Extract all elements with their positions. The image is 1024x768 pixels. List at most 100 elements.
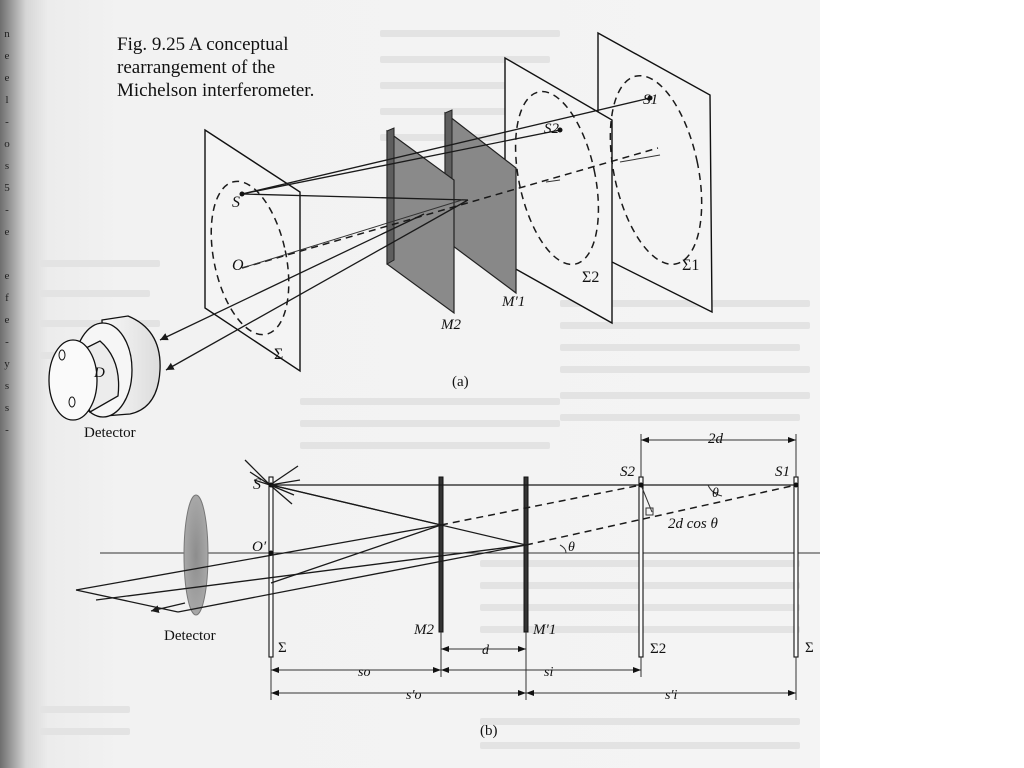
label-b-op: O′: [252, 539, 267, 555]
label-a-sigma: Σ: [274, 346, 283, 363]
source-fan: [244, 459, 301, 505]
panel-a: D S O S1 S2 M2 M′1 Σ Σ2 Σ1 Detector (a): [48, 31, 713, 441]
ray-o-axis: [241, 199, 463, 269]
panel-b: S O′ S2 S1 2d θ 2d cos θ θ M2 M′1 Σ Σ2 Σ…: [75, 431, 820, 739]
label-b-pathdiff: 2d cos θ: [668, 516, 718, 532]
detector-a: D: [48, 315, 161, 421]
dim-sip-arrow-right: [788, 690, 796, 696]
dim-sip-arrow-left: [526, 690, 534, 696]
dim-si-arrow-right: [633, 667, 641, 673]
margin-letter: y: [4, 358, 10, 370]
dim-2d-arrow-left: [641, 437, 649, 443]
image-point-s1: [647, 95, 653, 101]
ray-s-s1: [241, 97, 651, 195]
margin-letter: -: [5, 204, 9, 216]
ray-b-to-m1: [270, 484, 527, 546]
label-a-s: S: [232, 194, 240, 211]
label-b-sip: s′i: [665, 688, 678, 703]
label-a-m2: M2: [440, 317, 461, 333]
source-point-s: [239, 191, 245, 197]
label-b-sigma2: Σ2: [650, 641, 666, 657]
point-b-op: [268, 550, 274, 556]
label-a-s1: S1: [643, 92, 658, 108]
label-a-detector: Detector: [84, 425, 136, 441]
dim-so-arrow-left: [271, 667, 279, 673]
label-b-so: so: [358, 665, 370, 680]
margin-letter: e: [4, 72, 10, 84]
margin-letter: s: [4, 380, 10, 392]
label-b-sigma-right: Σ: [805, 640, 814, 656]
ray-s-s2: [241, 129, 561, 195]
plane-b-sigma-right: [793, 476, 799, 658]
label-b-sop: s′o: [406, 688, 422, 703]
margin-letter: e: [4, 50, 10, 62]
fringe-circle-sigma1: [609, 74, 703, 266]
angle-arc-axis: [559, 544, 567, 554]
ray-b-return-2: [95, 544, 527, 601]
angle-arc-top: [707, 484, 723, 497]
margin-letter: 5: [4, 182, 10, 194]
label-b-theta-axis: θ: [568, 540, 575, 555]
panel-a-label: (a): [452, 374, 469, 390]
label-a-s2: S2: [544, 121, 560, 137]
plane-sigma: [204, 128, 301, 373]
dim-d-arrow-left: [441, 646, 449, 652]
dim-sop-arrow-left: [271, 690, 279, 696]
margin-letter: -: [5, 116, 9, 128]
lens: [183, 494, 209, 616]
figure-caption: Fig. 9.25 A conceptual rearrangement of …: [117, 33, 377, 102]
caption-line-2: rearrangement of the: [117, 57, 276, 78]
ray-return-1: [165, 199, 469, 371]
margin-letter: n: [4, 28, 10, 40]
label-b-m2: M2: [413, 622, 434, 638]
margin-letter: l: [5, 94, 9, 106]
margin-letter: e: [4, 226, 10, 238]
label-b-s2: S2: [620, 464, 636, 480]
mirror-m2-edge: [386, 127, 395, 265]
mirror-b-m2: [438, 476, 444, 633]
margin-letter: -: [5, 336, 9, 348]
margin-letter: s: [4, 160, 10, 172]
dim-sop-arrow-right: [518, 690, 526, 696]
label-b-sigma: Σ: [278, 640, 287, 656]
tick-s1-center: [619, 154, 661, 163]
panel-b-label: (b): [480, 723, 498, 739]
mirror-b-m1p: [523, 476, 529, 633]
label-a-sigma2: Σ2: [582, 269, 599, 286]
arrow-b-detector: [150, 602, 186, 614]
margin-letter: s: [4, 402, 10, 414]
label-b-si: si: [544, 665, 553, 680]
fringe-circle-sigma: [210, 180, 290, 336]
margin-letter: o: [4, 138, 10, 150]
label-a-sigma1: Σ1: [682, 257, 699, 274]
label-b-d: d: [482, 643, 490, 658]
label-a-o: O: [232, 257, 244, 274]
margin-letter: e: [4, 314, 10, 326]
margin-letter: f: [5, 292, 9, 304]
label-a-m1p: M′1: [501, 294, 525, 310]
fringe-circle-sigma2: [514, 90, 600, 266]
dim-d-arrow-right: [518, 646, 526, 652]
dash-b-s2: [440, 484, 642, 526]
right-angle-mark: [645, 507, 654, 516]
dim-si-arrow-left: [441, 667, 449, 673]
margin-letter: -: [5, 424, 9, 436]
caption-line-3: Michelson interferometer.: [117, 80, 315, 101]
optical-axis-a: [241, 147, 659, 269]
label-b-s1: S1: [775, 464, 790, 480]
label-b-s: S: [253, 476, 261, 493]
ray-s-mirror: [241, 193, 469, 201]
label-b-theta-top: θ: [712, 486, 719, 501]
image-b-s1: [793, 482, 799, 488]
image-b-s2: [638, 482, 644, 488]
dim-2d-arrow-right: [788, 437, 796, 443]
ray-b-op: [270, 524, 442, 584]
blank-margin: [820, 0, 1024, 768]
dim-so-arrow-right: [433, 667, 441, 673]
caption-line-1: Fig. 9.25 A conceptual: [117, 34, 289, 55]
ray-return-2: [159, 213, 425, 341]
margin-letter: e: [4, 270, 10, 282]
tick-s2-center: [545, 179, 561, 183]
